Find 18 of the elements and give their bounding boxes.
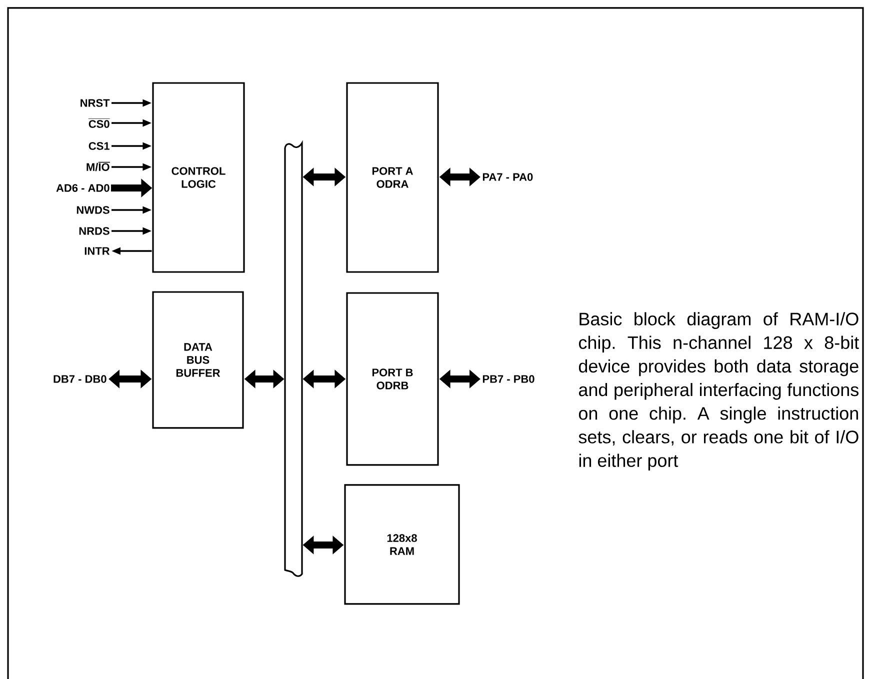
block-box: PORT A ODRA <box>346 82 439 273</box>
signal-label: NWDS <box>76 206 110 214</box>
signal-label: PA7 - PA0 <box>482 173 533 181</box>
signal-label: PB7 - PB0 <box>482 375 534 383</box>
block-box: 128x8 RAM <box>344 484 460 605</box>
block-box: CONTROL LOGIC <box>152 82 245 273</box>
block-box: PORT B ODRB <box>346 292 439 466</box>
signal-label: NRDS <box>79 227 110 235</box>
signal-label: M/IO <box>86 162 110 172</box>
bus-bar <box>284 142 303 577</box>
signal-label: AD6 - AD0 <box>56 184 110 192</box>
signal-label: CS0 <box>88 118 110 128</box>
signal-label: DB7 - DB0 <box>54 375 106 383</box>
block-box: DATA BUS BUFFER <box>152 291 244 429</box>
signal-label: NRST <box>80 99 110 107</box>
signal-label: CS1 <box>88 142 110 150</box>
signal-label: INTR <box>84 247 110 255</box>
caption: Basic block diagram of RAM-I/O chip. This n-channel 128 x 8-bit device provides both data storage and peripheral interfacing functions on one chip. A single instruction sets, clears, or reads one bit of I/O in either port <box>578 312 860 471</box>
